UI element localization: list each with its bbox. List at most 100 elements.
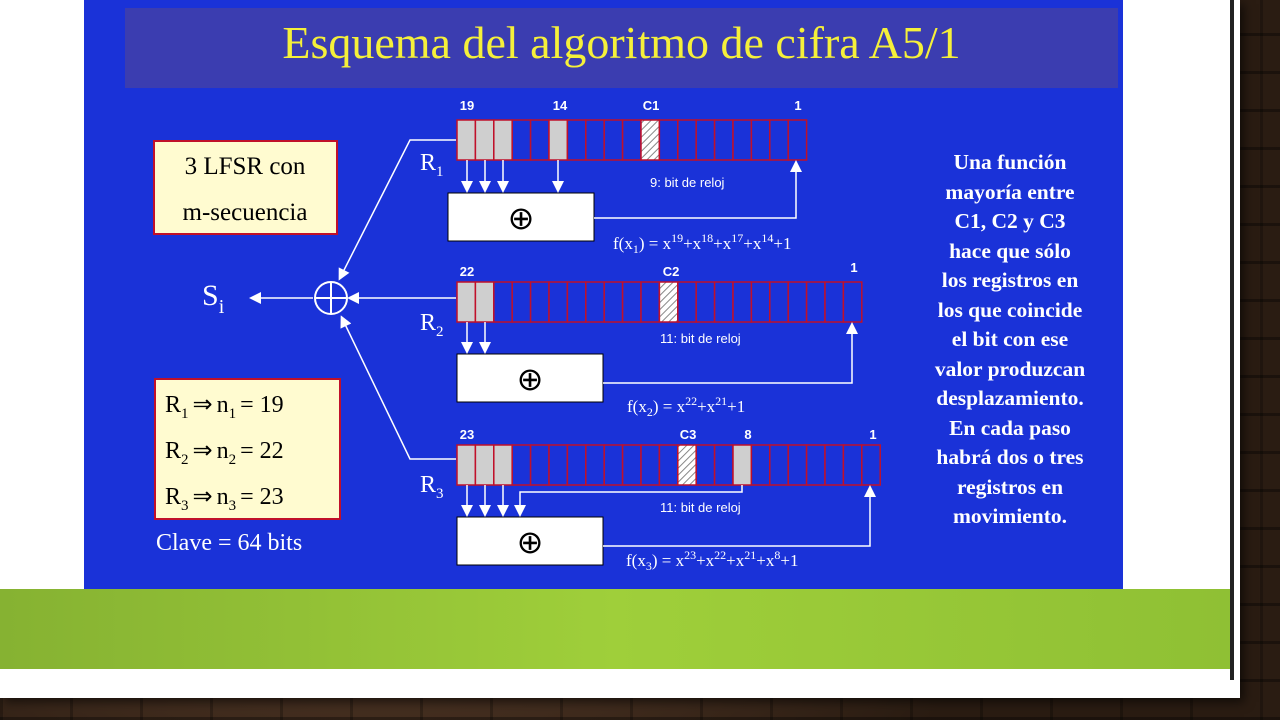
r2-feedback-xor-box [456, 353, 604, 403]
r3-tap-1: 1 [869, 427, 876, 442]
register-cell [805, 281, 826, 323]
register-cell [566, 119, 587, 161]
register-cell [474, 119, 495, 161]
lfsr-box-line1: 3 LFSR con [185, 153, 306, 180]
register-cell [695, 444, 716, 486]
register-cell [750, 119, 771, 161]
register-cell [529, 119, 550, 161]
description-line: registros en [956, 474, 1064, 499]
register-cell [769, 444, 789, 486]
description-line: movimiento. [952, 504, 1068, 528]
register-cell [585, 281, 605, 323]
description-line: hace que sólo [949, 238, 1071, 263]
r3-polynomial: f(x3) = x23+x22+x21+x8+1 [626, 548, 798, 573]
r3-tap8-arrow [514, 485, 743, 517]
r1-clock-note: 9: bit de reloj [650, 175, 725, 190]
r2-tap-22: 22 [460, 264, 474, 279]
length-row-r2: R2⇒n2= 22 [165, 438, 284, 468]
r2-name: R2 [420, 310, 444, 340]
r3-xor-icon: ⊕ [517, 524, 544, 560]
register-cell [695, 119, 716, 161]
register-r2 [456, 281, 863, 323]
r2-clock-note: 11: bit de reloj [660, 331, 741, 346]
r3-tap-23: 23 [460, 427, 474, 442]
r2-feedback-arrow [603, 322, 858, 384]
description-line: En cada paso [949, 415, 1071, 440]
r2-tap-c2: C2 [663, 264, 680, 279]
lengths-box [154, 378, 341, 520]
register-cell [474, 444, 495, 486]
register-cell [548, 281, 569, 323]
register-cell [585, 119, 605, 161]
register-cell [456, 119, 477, 161]
r2-tap-1: 1 [850, 260, 857, 275]
register-cell [566, 444, 587, 486]
register-cell [750, 444, 771, 486]
description-line: los que coincide [937, 297, 1083, 322]
register-cell [658, 119, 679, 161]
register-cell [640, 281, 661, 323]
description-line: los registros en [941, 268, 1079, 292]
lfsr-box [153, 140, 338, 235]
description-line: el bit con ese [951, 327, 1069, 351]
register-cell [603, 119, 624, 161]
footer-green-bar [0, 589, 1230, 669]
r1-xor-icon: ⊕ [508, 200, 535, 236]
register-cell [861, 444, 881, 486]
slide-title: Esquema del algoritmo de cifra A5/1 [282, 17, 961, 68]
description-text: Una función mayoría entre C1, C2 y C3 ha… [905, 148, 1115, 532]
register-cell [713, 119, 734, 161]
r3-clock-note: 11: bit de reloj [660, 500, 741, 515]
register-cell [548, 119, 569, 161]
register-cell [640, 444, 661, 486]
r1-tap-19: 19 [460, 98, 474, 113]
slide: Esquema del algoritmo de cifra A5/1 3 LF… [0, 0, 1240, 698]
r1-feedback-arrow [594, 160, 802, 219]
register-cell [805, 444, 826, 486]
r1-tap-1: 1 [794, 98, 801, 113]
register-cell [585, 444, 605, 486]
register-cell [824, 444, 845, 486]
key-length-text: Clave = 64 bits [156, 530, 303, 556]
register-cell [658, 444, 679, 486]
register-cell [732, 444, 753, 486]
r1-feedback-xor-box [447, 192, 595, 242]
register-cell [787, 281, 808, 323]
register-cell [824, 281, 845, 323]
r3-feedback-xor-box [456, 516, 604, 566]
register-cell [493, 119, 513, 161]
register-cell [529, 281, 550, 323]
register-cell [750, 281, 771, 323]
register-cell [787, 119, 808, 161]
description-line: desplazamiento. [936, 386, 1084, 410]
register-cell [456, 444, 477, 486]
register-cell [842, 444, 863, 486]
register-cell [732, 281, 753, 323]
register-cell [474, 281, 495, 323]
register-cell [677, 119, 697, 161]
register-cell [677, 281, 697, 323]
register-cell [713, 281, 734, 323]
description-line: mayoría entre [945, 179, 1075, 204]
length-row-r1: R1⇒n1= 19 [165, 392, 284, 422]
r1-name: R1 [420, 150, 444, 180]
description-line: habrá dos o tres [936, 445, 1084, 469]
description-line: C1, C2 y C3 [954, 209, 1066, 233]
register-cell [732, 119, 753, 161]
register-cell [456, 281, 477, 323]
register-r3 [456, 444, 881, 486]
register-cell [511, 281, 532, 323]
register-cell [548, 444, 569, 486]
r2-xor-icon: ⊕ [517, 361, 544, 397]
register-cell [621, 281, 642, 323]
register-cell [769, 119, 789, 161]
description-line: valor produzcan [934, 356, 1086, 381]
r1-polynomial: f(x1) = x19+x18+x17+x14+1 [613, 231, 791, 256]
register-cell [842, 281, 863, 323]
r3-tap-8: 8 [744, 427, 751, 442]
tap-arrows [461, 160, 564, 517]
register-cell [787, 444, 808, 486]
a51-diagram: 3 LFSR con m-secuencia 19 14 C1 1 22 C2 … [153, 98, 881, 573]
register-cell [566, 281, 587, 323]
r3-tap-c3: C3 [680, 427, 697, 442]
